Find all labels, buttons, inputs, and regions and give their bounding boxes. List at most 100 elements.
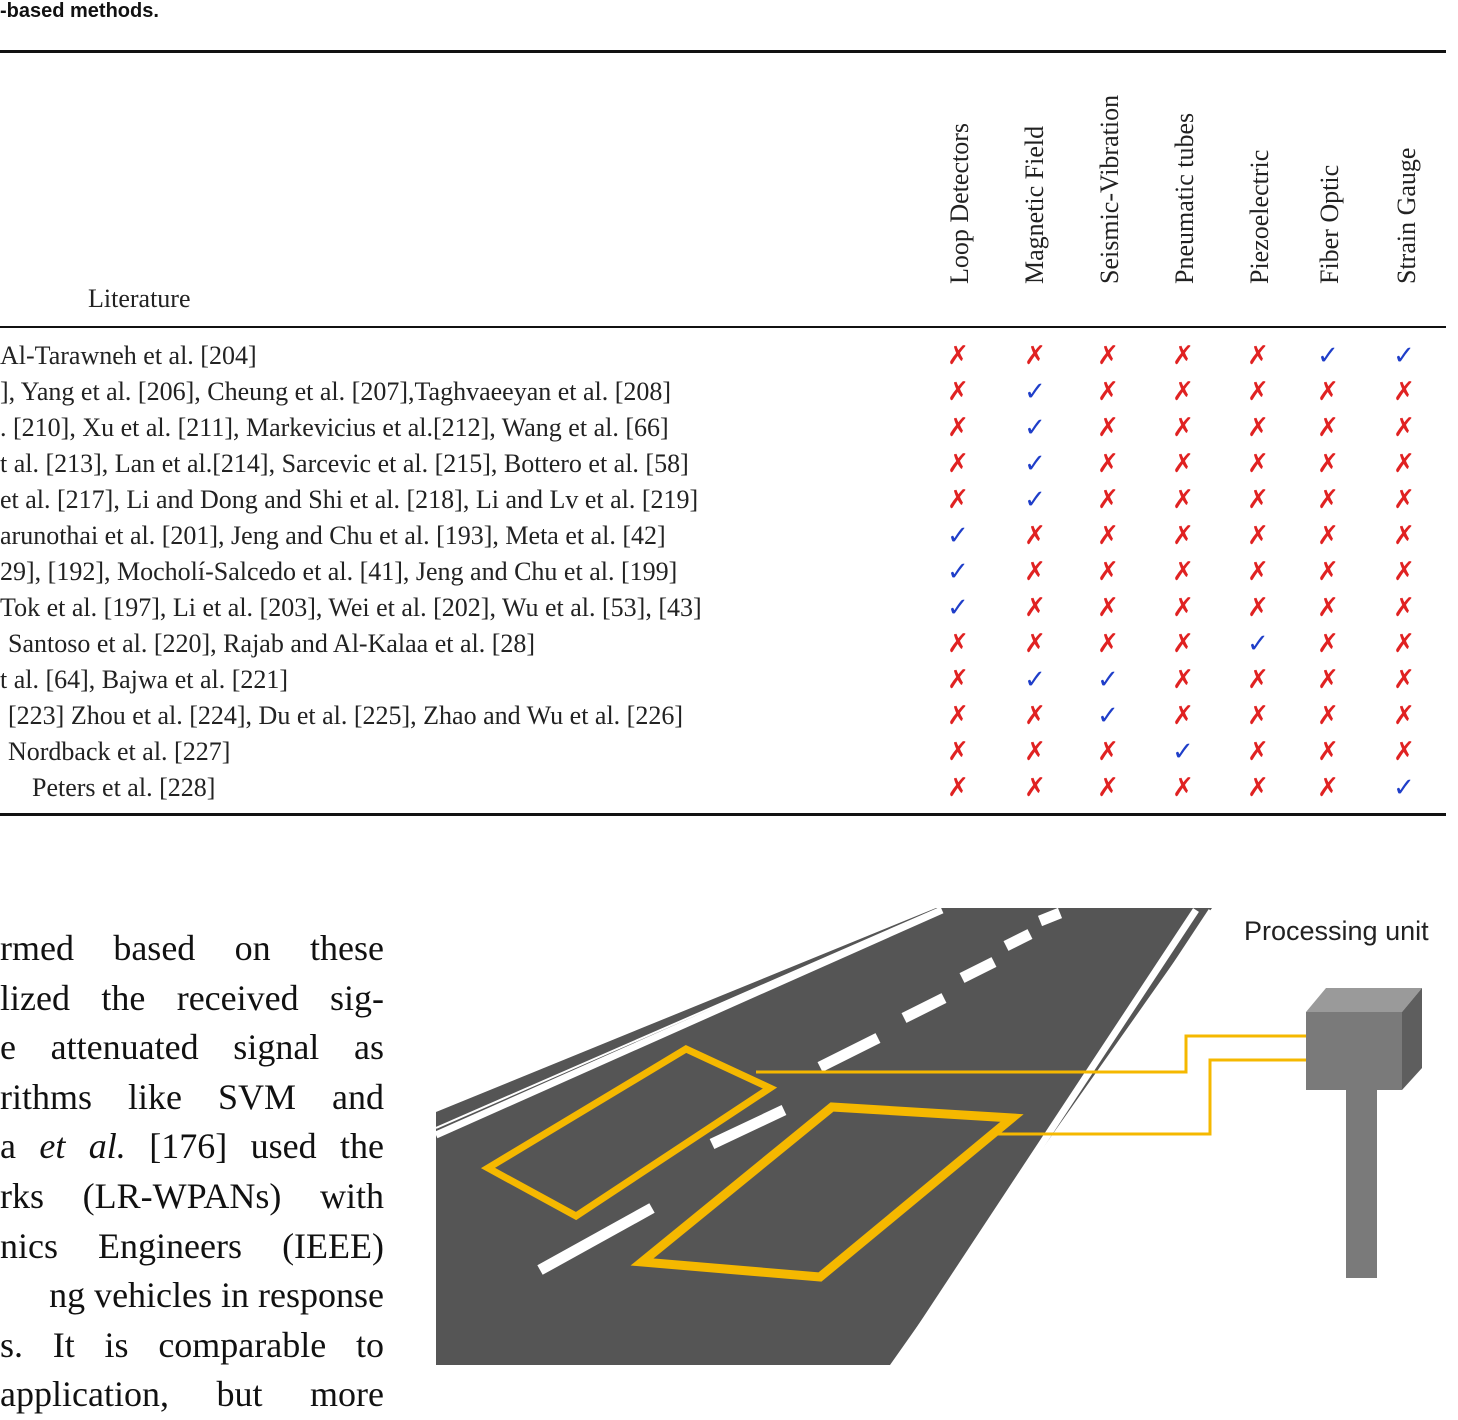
cross-mark-icon: ✗ (1247, 557, 1269, 587)
cross-mark-icon: ✗ (1097, 485, 1119, 515)
cross-mark-icon: ✗ (1024, 521, 1046, 551)
cross-mark-icon: ✗ (1172, 377, 1194, 407)
cross-mark-icon: ✗ (1247, 701, 1269, 731)
cross-mark-icon: ✗ (1172, 629, 1194, 659)
literature-header: Literature (88, 284, 191, 313)
literature-cell: t al. [213], Lan et al.[214], Sarcevic e… (0, 449, 689, 478)
literature-cell: Tok et al. [197], Li et al. [203], Wei e… (0, 593, 702, 622)
cross-mark-icon: ✗ (1247, 665, 1269, 695)
cross-mark-icon: ✗ (1024, 773, 1046, 803)
check-mark-icon: ✓ (1024, 449, 1046, 479)
road-edge-line (436, 907, 941, 1129)
cross-mark-icon: ✗ (1024, 737, 1046, 767)
cross-mark-icon: ✗ (1024, 701, 1046, 731)
cross-mark-icon: ✗ (1097, 377, 1119, 407)
text-line: e attenuated signal as (0, 1027, 384, 1068)
cross-mark-icon: ✗ (1393, 449, 1415, 479)
table-row: et al. [217], Li and Dong and Shi et al.… (0, 482, 1446, 518)
inductive-loop (630, 1102, 1024, 1282)
loop-detector-figure (436, 906, 1422, 1365)
cross-mark-icon: ✗ (1317, 485, 1339, 515)
cross-mark-icon: ✗ (1393, 629, 1415, 659)
text-line: a et al. [176] used the (0, 1126, 385, 1167)
cross-mark-icon: ✗ (1172, 341, 1194, 371)
literature-cell: Santoso et al. [220], Rajab and Al-Kalaa… (8, 629, 536, 658)
cross-mark-icon: ✗ (1393, 701, 1415, 731)
inductive-loop (480, 1045, 778, 1221)
cross-mark-icon: ✗ (1247, 413, 1269, 443)
cross-mark-icon: ✗ (1172, 773, 1194, 803)
check-mark-icon: ✓ (1024, 413, 1046, 443)
cross-mark-icon: ✗ (1247, 773, 1269, 803)
check-mark-icon: ✓ (1024, 665, 1046, 695)
header-rule (0, 326, 1446, 328)
cross-mark-icon: ✗ (1317, 449, 1339, 479)
cross-mark-icon: ✗ (1097, 413, 1119, 443)
text-line: ng vehicles in response (49, 1275, 384, 1316)
processing-unit-label: Processing unit (1244, 916, 1429, 946)
cross-mark-icon: ✗ (1024, 593, 1046, 623)
cross-mark-icon: ✗ (1317, 377, 1339, 407)
cross-mark-icon: ✗ (1172, 593, 1194, 623)
road-edge-line (908, 909, 1212, 1365)
table-row: [223] Zhou et al. [224], Du et al. [225]… (0, 698, 1446, 734)
cross-mark-icon: ✗ (1172, 449, 1194, 479)
literature-cell: arunothai et al. [201], Jeng and Chu et … (0, 521, 666, 550)
literature-cell: Peters et al. [228] (32, 773, 216, 802)
text-line: rithms like SVM and (0, 1076, 384, 1117)
cross-mark-icon: ✗ (1317, 557, 1339, 587)
literature-cell: [223] Zhou et al. [224], Du et al. [225]… (8, 701, 683, 730)
cross-mark-icon: ✗ (1172, 701, 1194, 731)
cross-mark-icon: ✗ (1393, 521, 1415, 551)
road-surface (436, 908, 1212, 1365)
literature-cell: ], Yang et al. [206], Cheung et al. [207… (0, 377, 672, 406)
cross-mark-icon: ✗ (947, 701, 969, 731)
cross-mark-icon: ✗ (1097, 557, 1119, 587)
table-row: Al-Tarawneh et al. [204]✗✗✗✗✗✓✓ (0, 338, 1446, 374)
table-row: arunothai et al. [201], Jeng and Chu et … (0, 518, 1446, 554)
table-row: ], Yang et al. [206], Cheung et al. [207… (0, 374, 1446, 410)
cross-mark-icon: ✗ (1247, 737, 1269, 767)
cross-mark-icon: ✗ (1247, 449, 1269, 479)
loop-wire (996, 1058, 1306, 1136)
check-mark-icon: ✓ (1097, 665, 1119, 695)
text-line: lized the received sig- (0, 977, 384, 1018)
table-row: . [210], Xu et al. [211], Markevicius et… (0, 410, 1446, 446)
cross-mark-icon: ✗ (947, 449, 969, 479)
cross-mark-icon: ✗ (1247, 341, 1269, 371)
cross-mark-icon: ✗ (1393, 413, 1415, 443)
cross-mark-icon: ✗ (1172, 665, 1194, 695)
cross-mark-icon: ✗ (1097, 593, 1119, 623)
processing-unit-box-top (1306, 988, 1422, 1012)
table-row: t al. [213], Lan et al.[214], Sarcevic e… (0, 446, 1446, 482)
cross-mark-icon: ✗ (1172, 413, 1194, 443)
table-row: Nordback et al. [227]✗✗✗✓✗✗✗ (0, 734, 1446, 770)
cross-mark-icon: ✗ (1317, 665, 1339, 695)
cross-mark-icon: ✗ (1247, 377, 1269, 407)
literature-cell: 29], [192], Mocholí-Salcedo et al. [41],… (0, 557, 678, 586)
table-bottom-rule (0, 813, 1446, 816)
cross-mark-icon: ✗ (1097, 341, 1119, 371)
cross-mark-icon: ✗ (1317, 521, 1339, 551)
cross-mark-icon: ✗ (1393, 377, 1415, 407)
check-mark-icon: ✓ (1097, 701, 1119, 731)
cross-mark-icon: ✗ (947, 341, 969, 371)
cross-mark-icon: ✗ (1172, 521, 1194, 551)
cross-mark-icon: ✗ (1247, 593, 1269, 623)
body-paragraph: rmed based on these lized the received s… (0, 924, 384, 1420)
literature-cell: Al-Tarawneh et al. [204] (0, 341, 257, 370)
check-mark-icon: ✓ (947, 593, 969, 623)
cross-mark-icon: ✗ (1317, 701, 1339, 731)
table-row: Santoso et al. [220], Rajab and Al-Kalaa… (0, 626, 1446, 662)
check-mark-icon: ✓ (1317, 341, 1339, 371)
cross-mark-icon: ✗ (1317, 593, 1339, 623)
table-top-rule (0, 50, 1446, 53)
cross-mark-icon: ✗ (1024, 557, 1046, 587)
cross-mark-icon: ✗ (1097, 521, 1119, 551)
text-line: rks (LR-WPANs) with (0, 1175, 384, 1216)
table-row: Tok et al. [197], Li et al. [203], Wei e… (0, 590, 1446, 626)
cross-mark-icon: ✗ (947, 485, 969, 515)
cross-mark-icon: ✗ (1097, 449, 1119, 479)
cross-mark-icon: ✗ (1097, 737, 1119, 767)
cross-mark-icon: ✗ (1393, 593, 1415, 623)
